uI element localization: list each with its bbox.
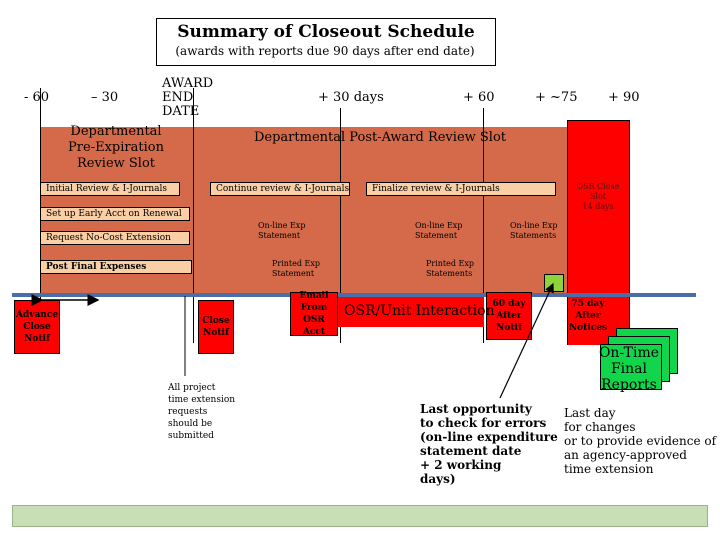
email-osr-acct: Email From OSR Acct [290,291,338,337]
page-subtitle: (awards with reports due 90 days after e… [175,44,475,58]
tick-plus-90: + 90 [608,90,640,105]
timeline-line-plus-60 [483,108,484,343]
post-award-band [193,127,567,295]
pre-expiration-label: Departmental Pre-Expiration Review Slot [68,124,164,171]
page-title: Summary of Closeout Schedule [177,22,475,42]
extension-note: All project time extension requests shou… [168,383,236,441]
tick-plus-75: + ~75 [535,90,578,105]
bar-continue-review: Continue review & I-Journals [210,182,350,196]
tick-minus-30: – 30 [91,90,119,105]
statement-online-1: On-line Exp Statement [258,221,306,240]
bar-early-acct: Set up Early Acct on Renewal [40,207,190,221]
statement-printed-1: Printed Exp Statement [272,259,321,278]
statement-online-2: On-line Exp Statement [415,221,463,240]
timeline-axis [12,293,696,297]
post-award-label: Departmental Post-Award Review Slot [253,130,507,145]
statement-online-3: On-line Exp Statements [510,221,558,240]
timeline-line-plus-30 [340,108,341,343]
tick-plus-30: + 30 days [318,90,384,105]
notif-75-day: 75 day After Notices [568,299,608,333]
final-report-card-1 [600,344,662,390]
title-box [156,18,496,66]
osr-close-slot [567,120,630,345]
bar-initial-review: Initial Review & I-Journals [40,182,180,196]
statement-printed-2: Printed Exp Statements [426,259,475,278]
tick-plus-60: + 60 [463,90,495,105]
osr-unit-interaction-area [338,297,484,327]
timeline-line-award-end [193,88,194,343]
last-day-note: Last day for changes or to provide evide… [564,406,717,476]
last-opportunity-arrow [499,282,554,399]
final-reports-label: On-Time Final Reports [598,345,660,393]
bar-no-cost-extension: Request No-Cost Extension [40,231,190,245]
notif-60-day: 60 day After Notif [486,292,532,340]
footer-strip [12,505,708,527]
tick-minus-60: - 60 [24,90,50,105]
bar-post-final-expenses: Post Final Expenses [40,260,192,274]
close-notif: Close Notif [198,300,234,354]
osr-close-label: OSR Close Slot 14 days [576,182,620,211]
bar-finalize-review: Finalize review & I-Journals [366,182,556,196]
osr-unit-interaction-label: OSR/Unit Interaction [344,303,495,319]
advance-close-notif: Advance Close Notif [14,300,60,354]
award-end-date-label: AWARD END DATE [162,76,214,119]
last-opportunity-note: Last opportunity to check for errors (on… [420,402,558,486]
